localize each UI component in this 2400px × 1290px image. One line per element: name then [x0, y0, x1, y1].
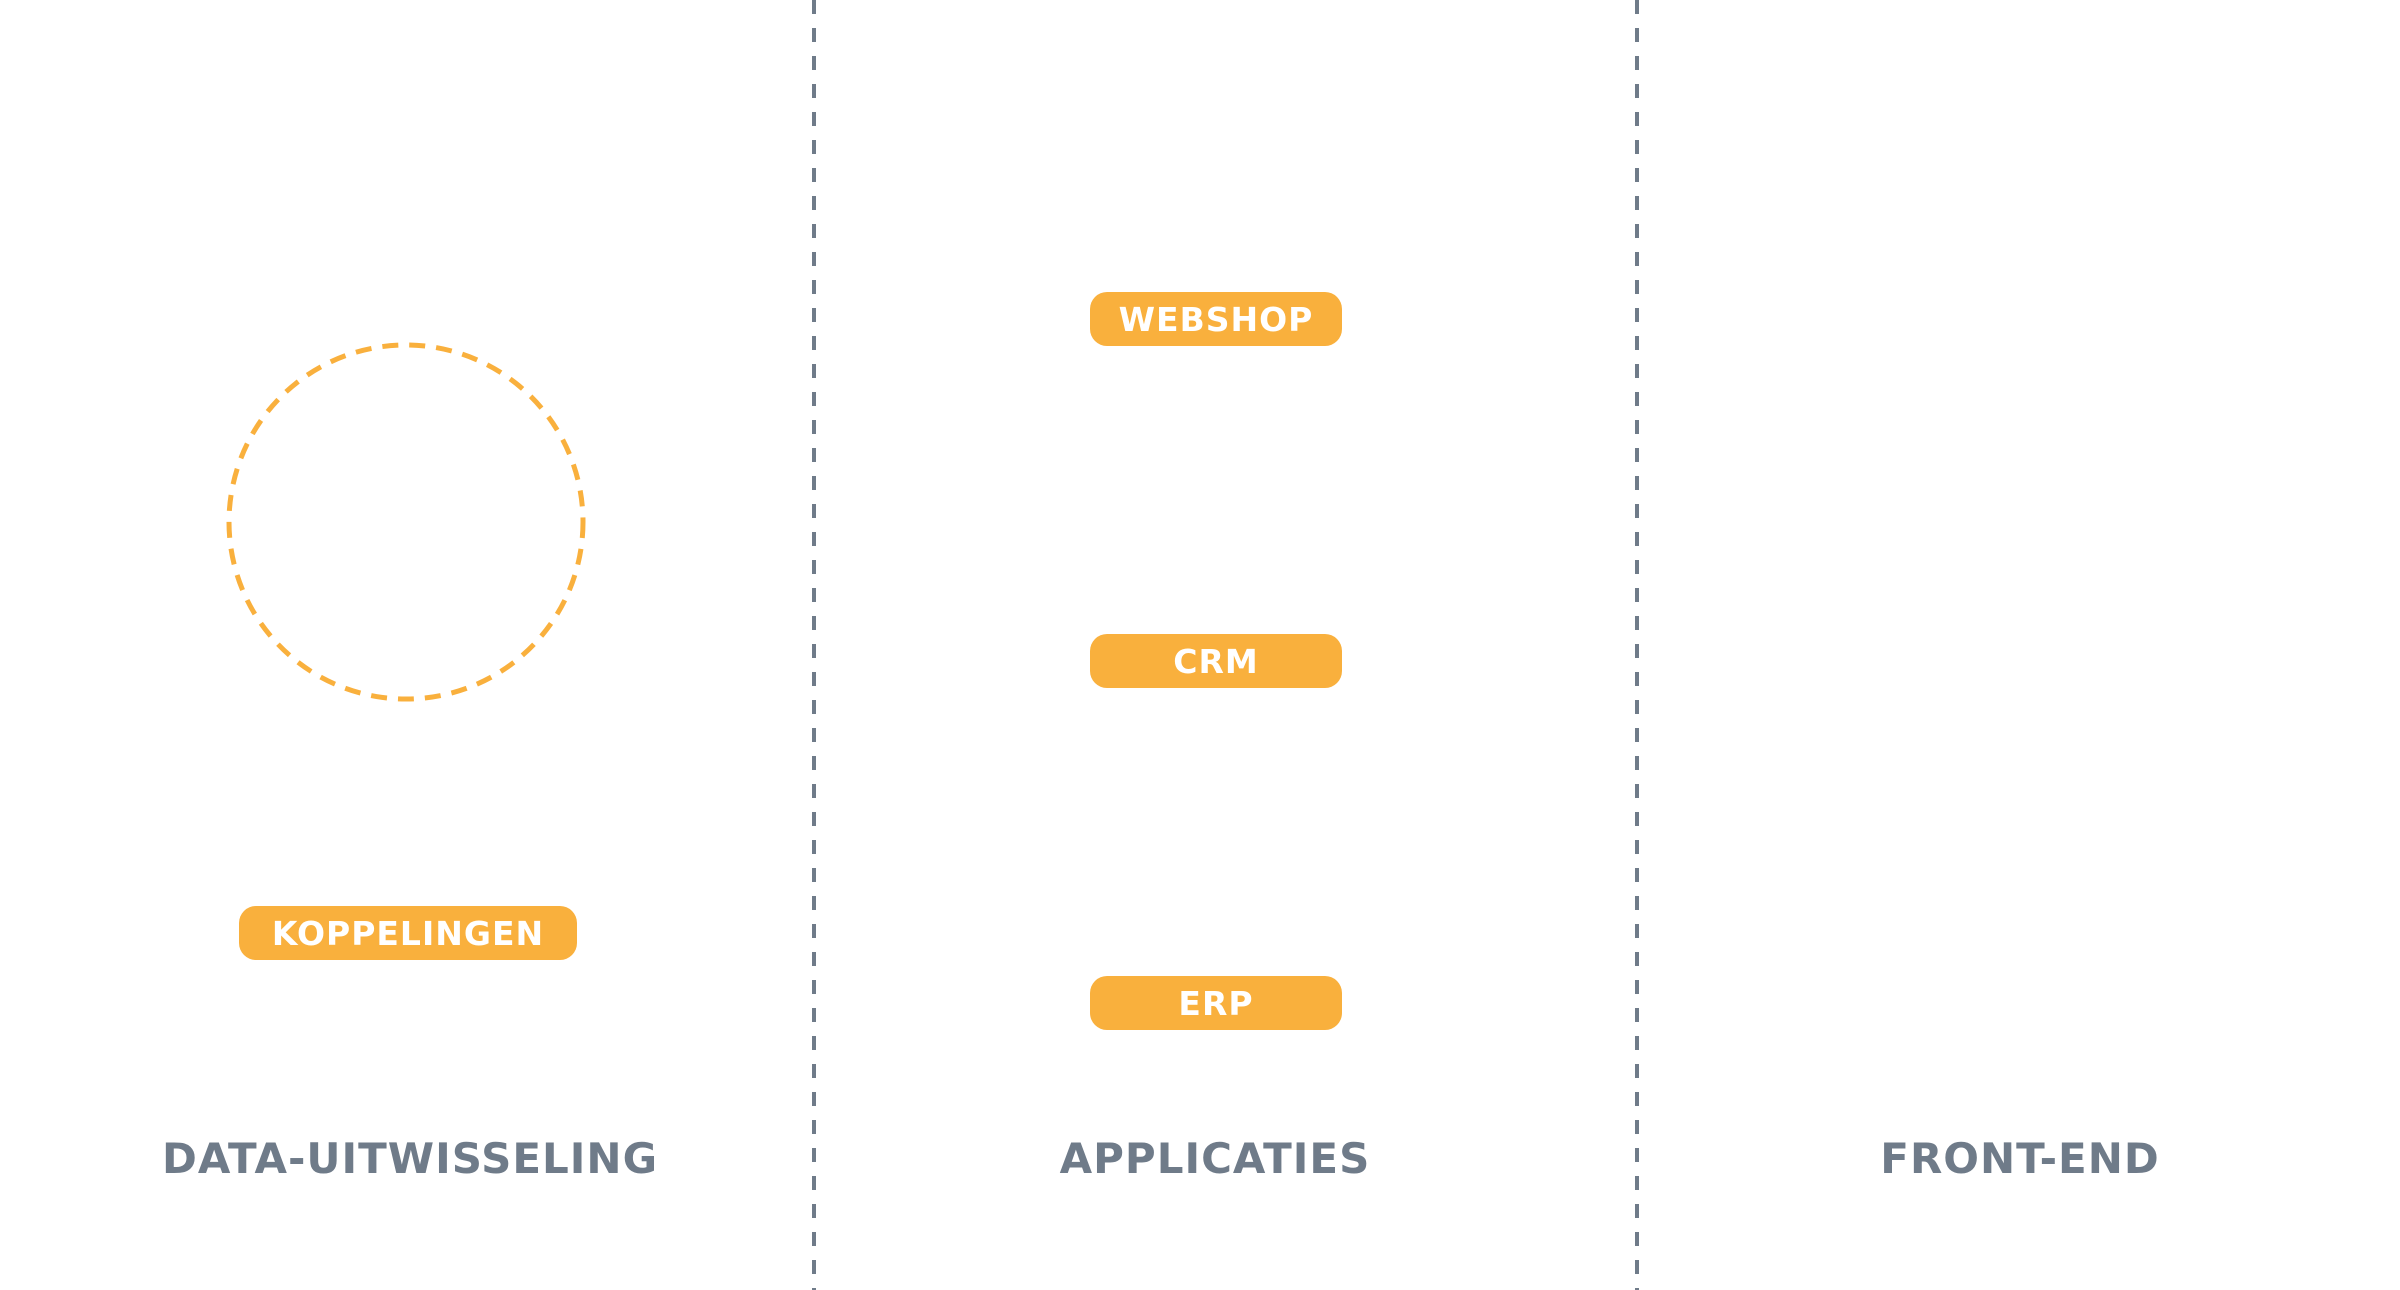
column-divider-right	[1635, 0, 1639, 1290]
column-title-applications: APPLICATIES	[1059, 1133, 1371, 1183]
column-title-front-end: FRONT-END	[1880, 1133, 2160, 1183]
column-title-data-exchange: DATA-UITWISSELING	[161, 1133, 659, 1183]
dashed-circle-shape	[226, 342, 586, 702]
webshop-label: WEBSHOP	[1090, 292, 1342, 346]
integration-hub-circle	[226, 342, 586, 702]
column-divider-left	[812, 0, 816, 1290]
koppelingen-label: KOPPELINGEN	[239, 906, 577, 960]
crm-label: CRM	[1090, 634, 1342, 688]
erp-label: ERP	[1090, 976, 1342, 1030]
